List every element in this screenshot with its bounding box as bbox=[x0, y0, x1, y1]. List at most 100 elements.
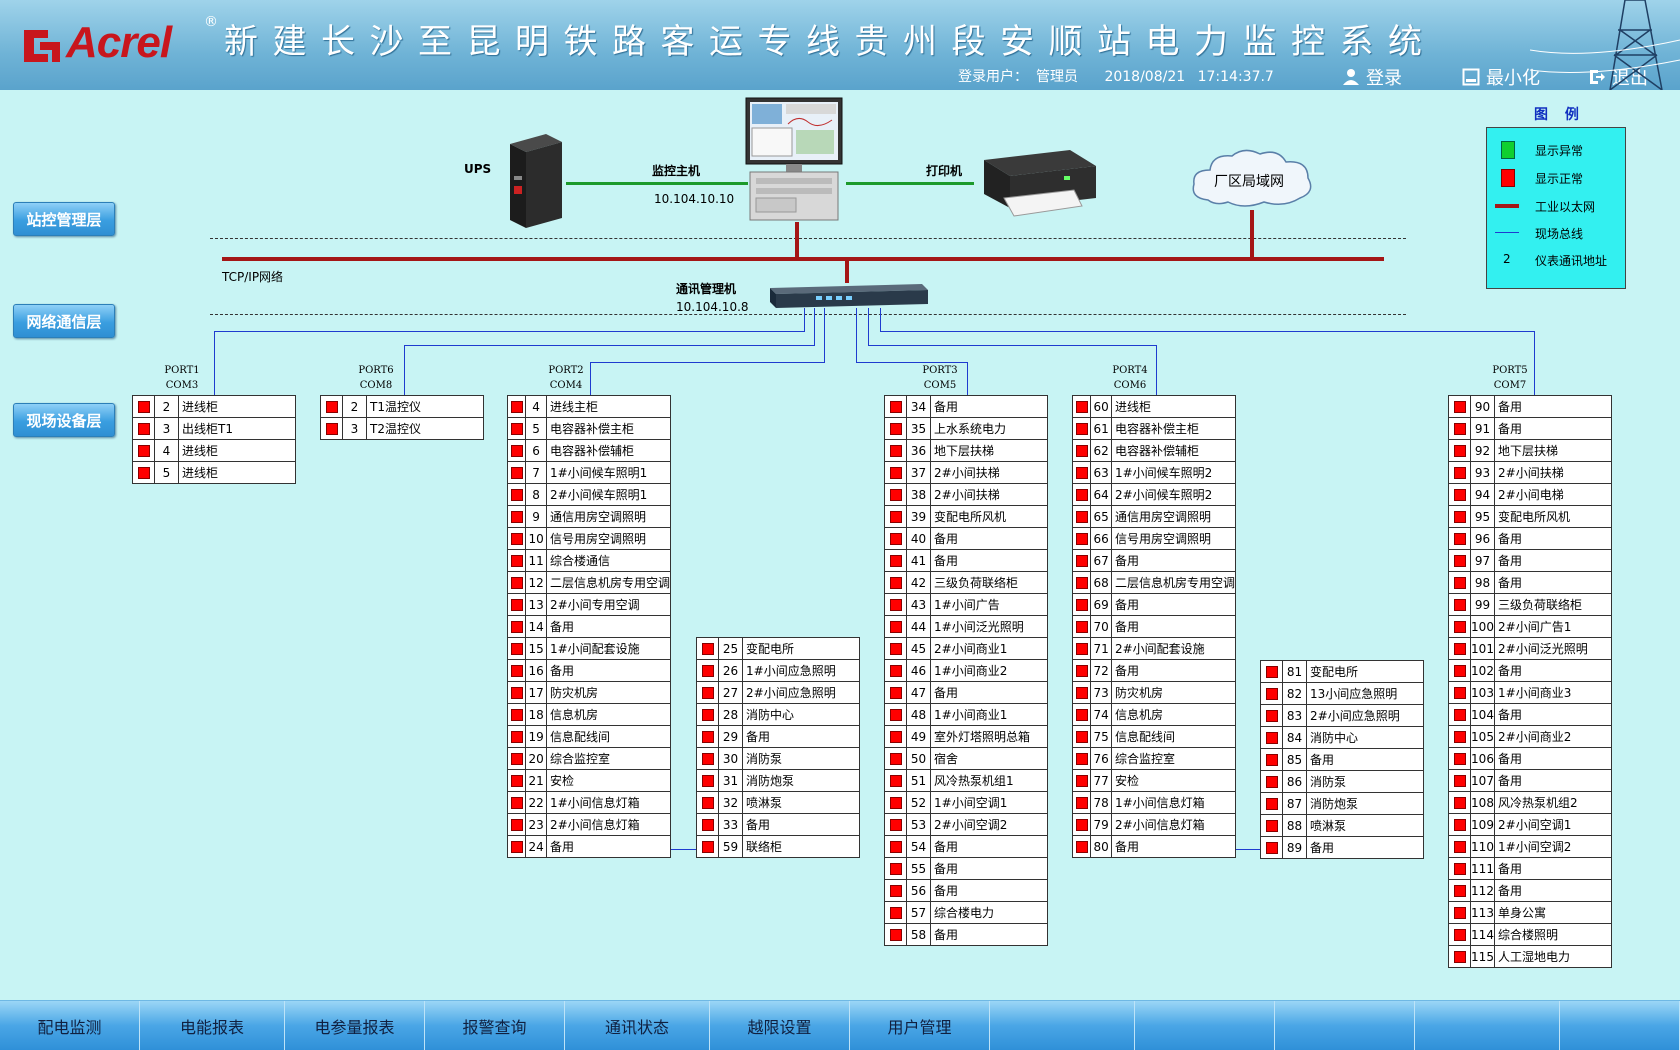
network-layer-button[interactable]: 网络通信层 bbox=[13, 304, 115, 338]
nav-item[interactable]: 配电监测 bbox=[0, 1001, 140, 1050]
nav-item[interactable] bbox=[1560, 1001, 1680, 1050]
nav-item[interactable] bbox=[990, 1001, 1135, 1050]
minimize-button[interactable]: 最小化 bbox=[1462, 64, 1540, 90]
login-button[interactable]: 登录 bbox=[1342, 64, 1402, 90]
nav-item[interactable] bbox=[1135, 1001, 1275, 1050]
nav-item[interactable] bbox=[1415, 1001, 1560, 1050]
station-layer-button[interactable]: 站控管理层 bbox=[13, 202, 115, 236]
nav-item[interactable]: 用户管理 bbox=[850, 1001, 990, 1050]
nav-item[interactable]: 电能报表 bbox=[140, 1001, 285, 1050]
nav-item[interactable]: 通讯状态 bbox=[565, 1001, 710, 1050]
nav-item[interactable]: 报警查询 bbox=[425, 1001, 565, 1050]
nav-item[interactable]: 越限设置 bbox=[710, 1001, 850, 1050]
